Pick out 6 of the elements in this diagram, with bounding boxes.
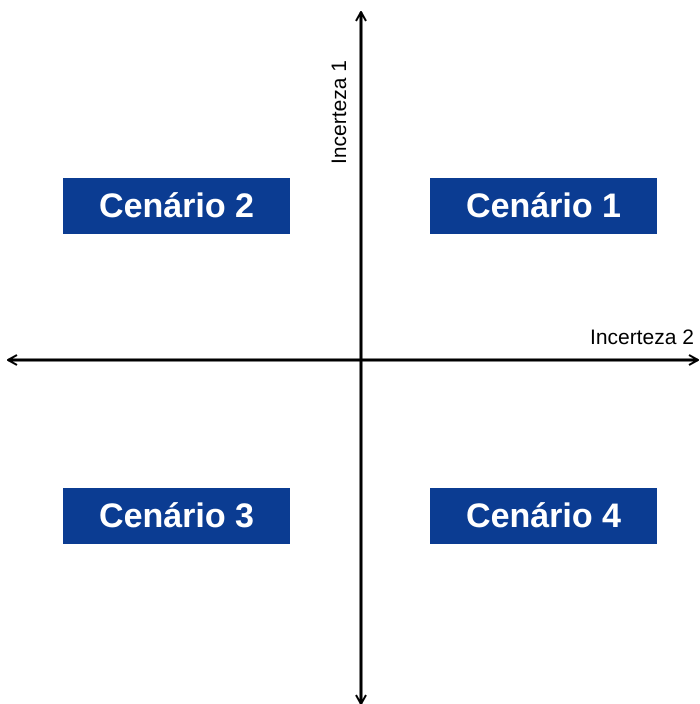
scenario-box: Cenário 1	[430, 178, 657, 234]
axis-label: Incerteza 2	[590, 326, 694, 350]
scenario-box: Cenário 2	[63, 178, 290, 234]
scenario-box: Cenário 3	[63, 488, 290, 544]
scenario-box: Cenário 4	[430, 488, 657, 544]
axis-label: Incerteza 1	[328, 60, 352, 164]
